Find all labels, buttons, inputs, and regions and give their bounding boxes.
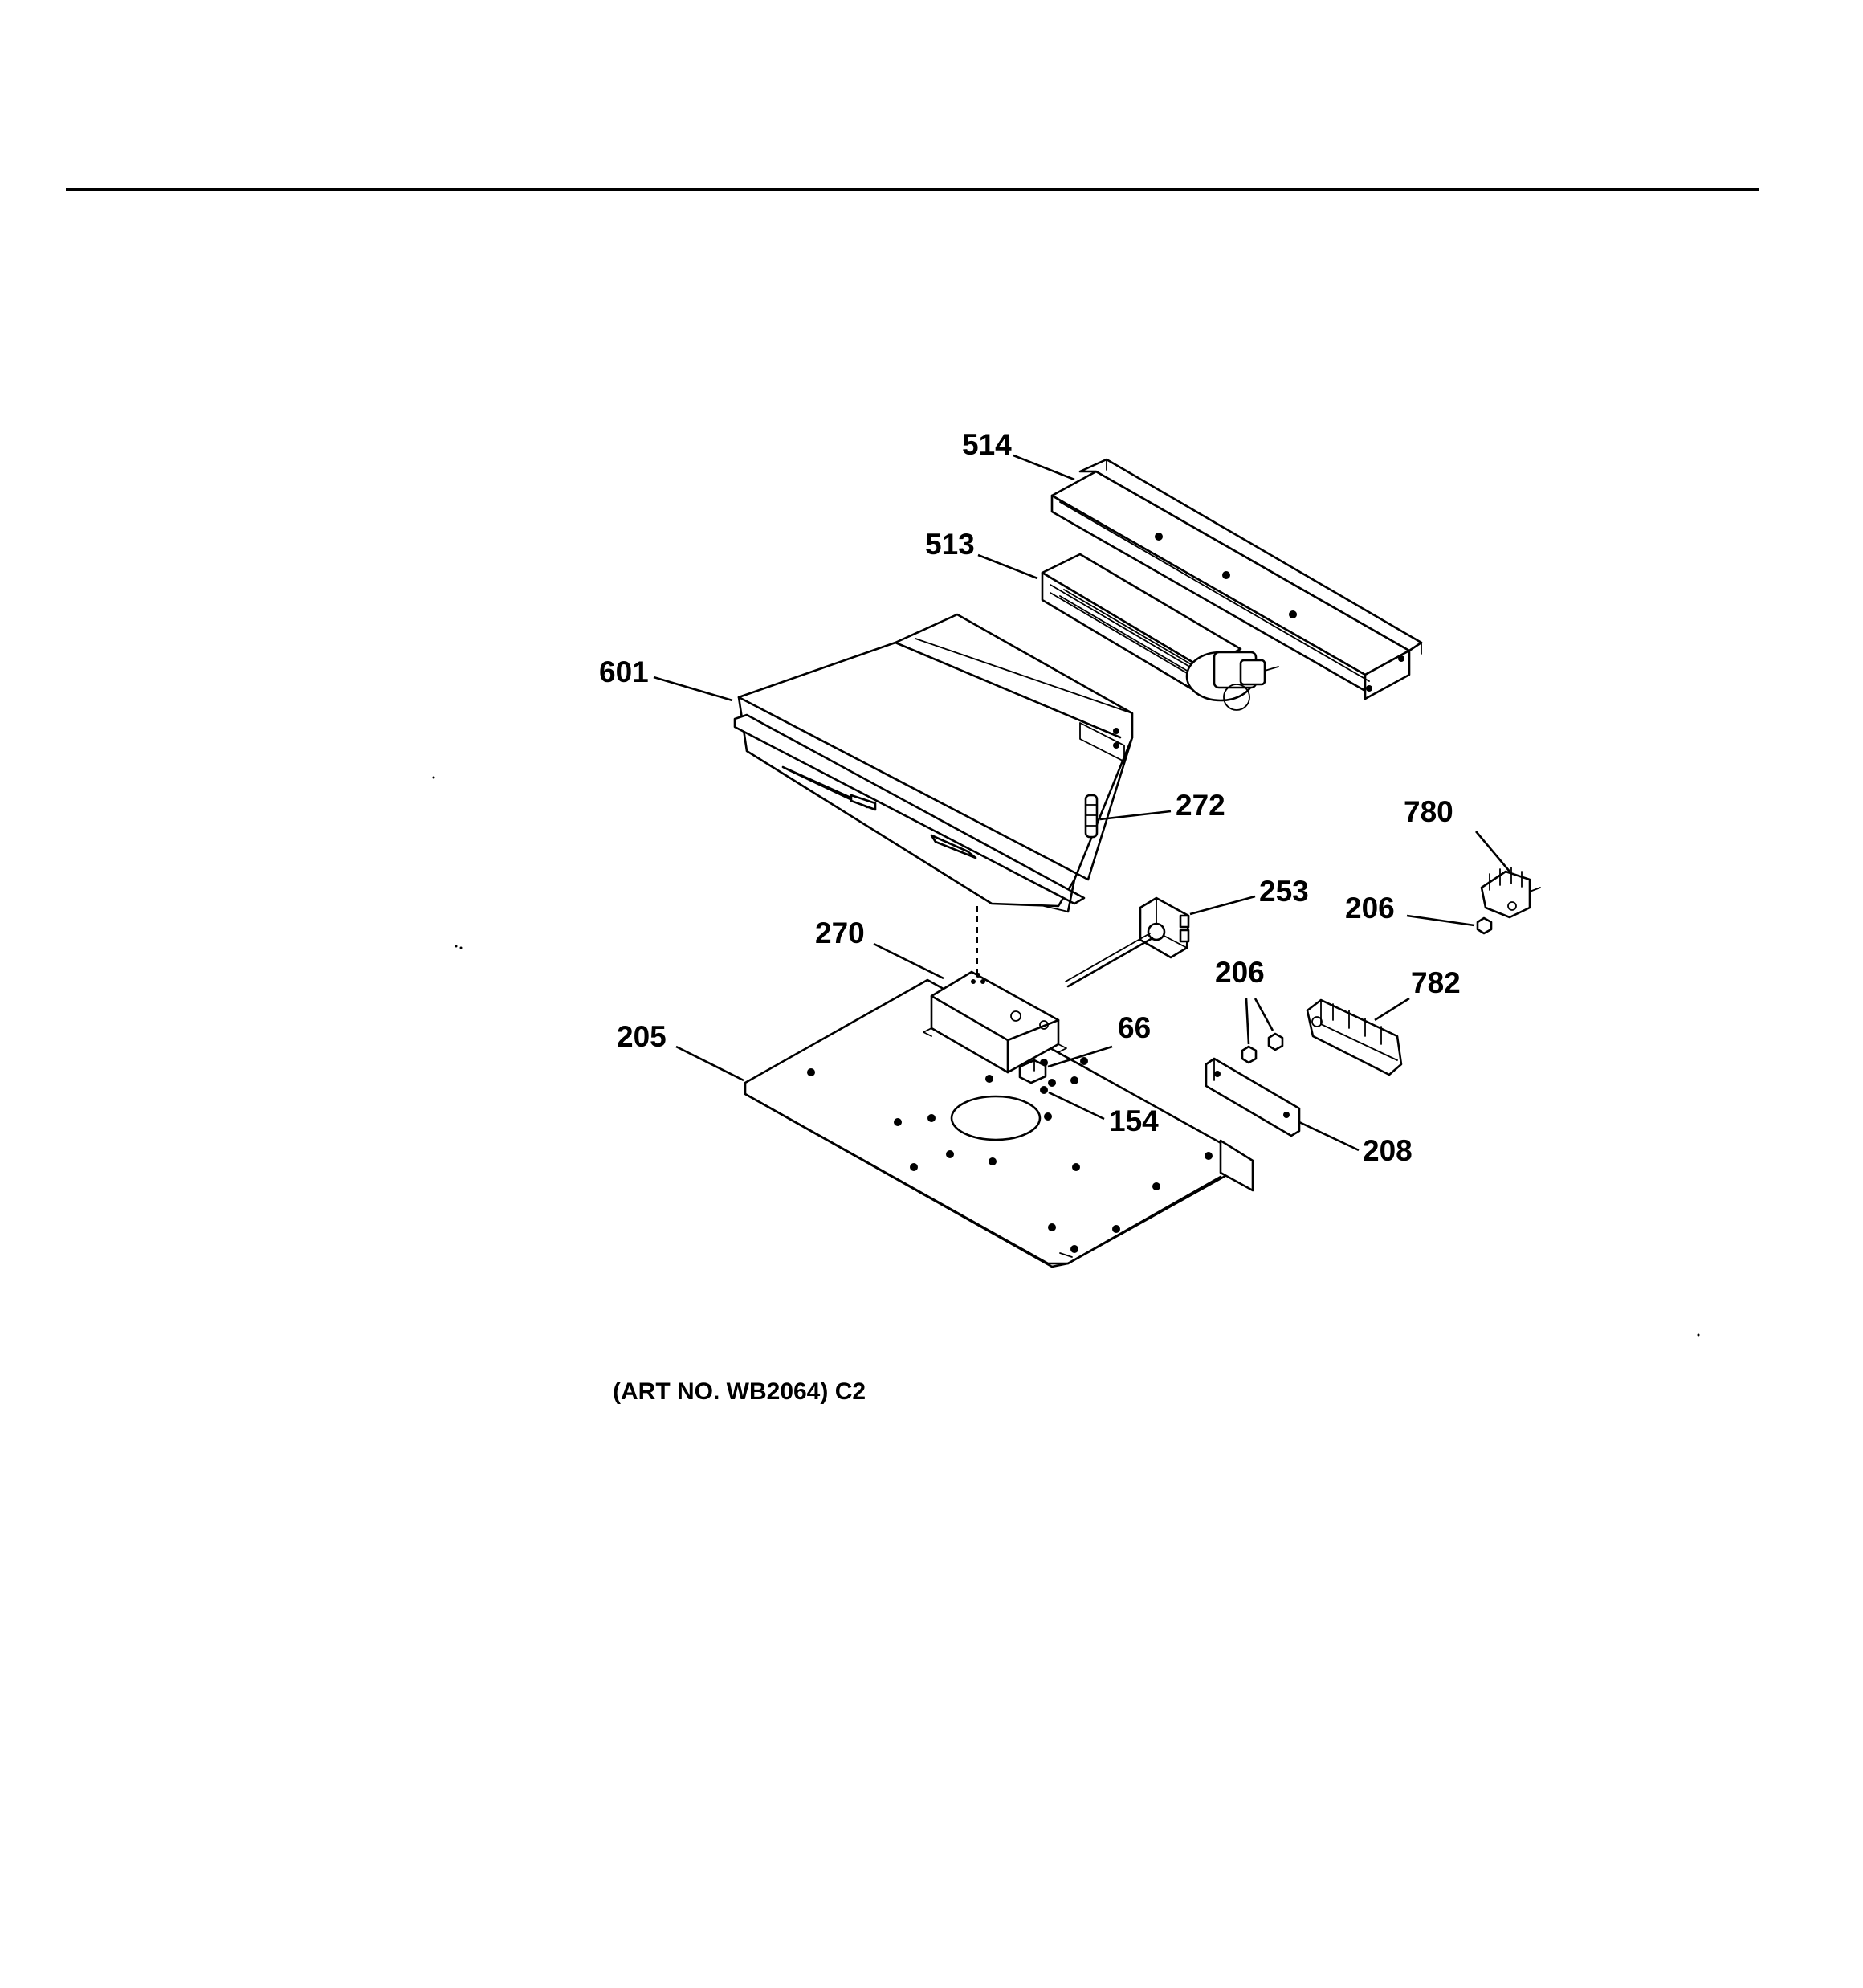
label-206-lower: 206 <box>1215 956 1265 989</box>
part-206-nut-lower-right <box>1267 1032 1284 1051</box>
part-782-terminal-block <box>1306 998 1403 1076</box>
label-206-upper: 206 <box>1345 892 1395 925</box>
part-253-thermostat <box>1065 896 1190 988</box>
label-513: 513 <box>925 528 975 561</box>
part-601-duct <box>733 613 1134 913</box>
label-780: 780 <box>1404 795 1453 828</box>
label-154: 154 <box>1109 1104 1159 1137</box>
part-270-box <box>923 970 1067 1074</box>
part-208-plate <box>1205 1057 1301 1137</box>
part-272-sensor <box>1084 794 1099 839</box>
part-205-base-plate <box>744 978 1254 1268</box>
label-253: 253 <box>1259 875 1309 908</box>
label-514: 514 <box>962 428 1012 461</box>
label-205: 205 <box>617 1020 667 1053</box>
part-514-bracket <box>1050 458 1423 700</box>
label-601: 601 <box>599 655 649 688</box>
label-270: 270 <box>815 916 865 949</box>
part-66-clip <box>1018 1059 1047 1084</box>
label-272: 272 <box>1176 789 1225 822</box>
label-782: 782 <box>1411 966 1461 999</box>
part-513-blower <box>1041 553 1279 711</box>
label-66: 66 <box>1118 1011 1151 1044</box>
part-780-terminal-block <box>1480 867 1541 919</box>
part-206-nut-lower-left <box>1241 1045 1258 1064</box>
label-208: 208 <box>1363 1134 1413 1167</box>
part-154-screw <box>1040 1086 1048 1094</box>
leader-lines <box>653 454 1510 1152</box>
art-number-caption: (ART NO. WB2064) C2 <box>613 1378 866 1405</box>
part-206-nut-upper <box>1476 916 1493 935</box>
